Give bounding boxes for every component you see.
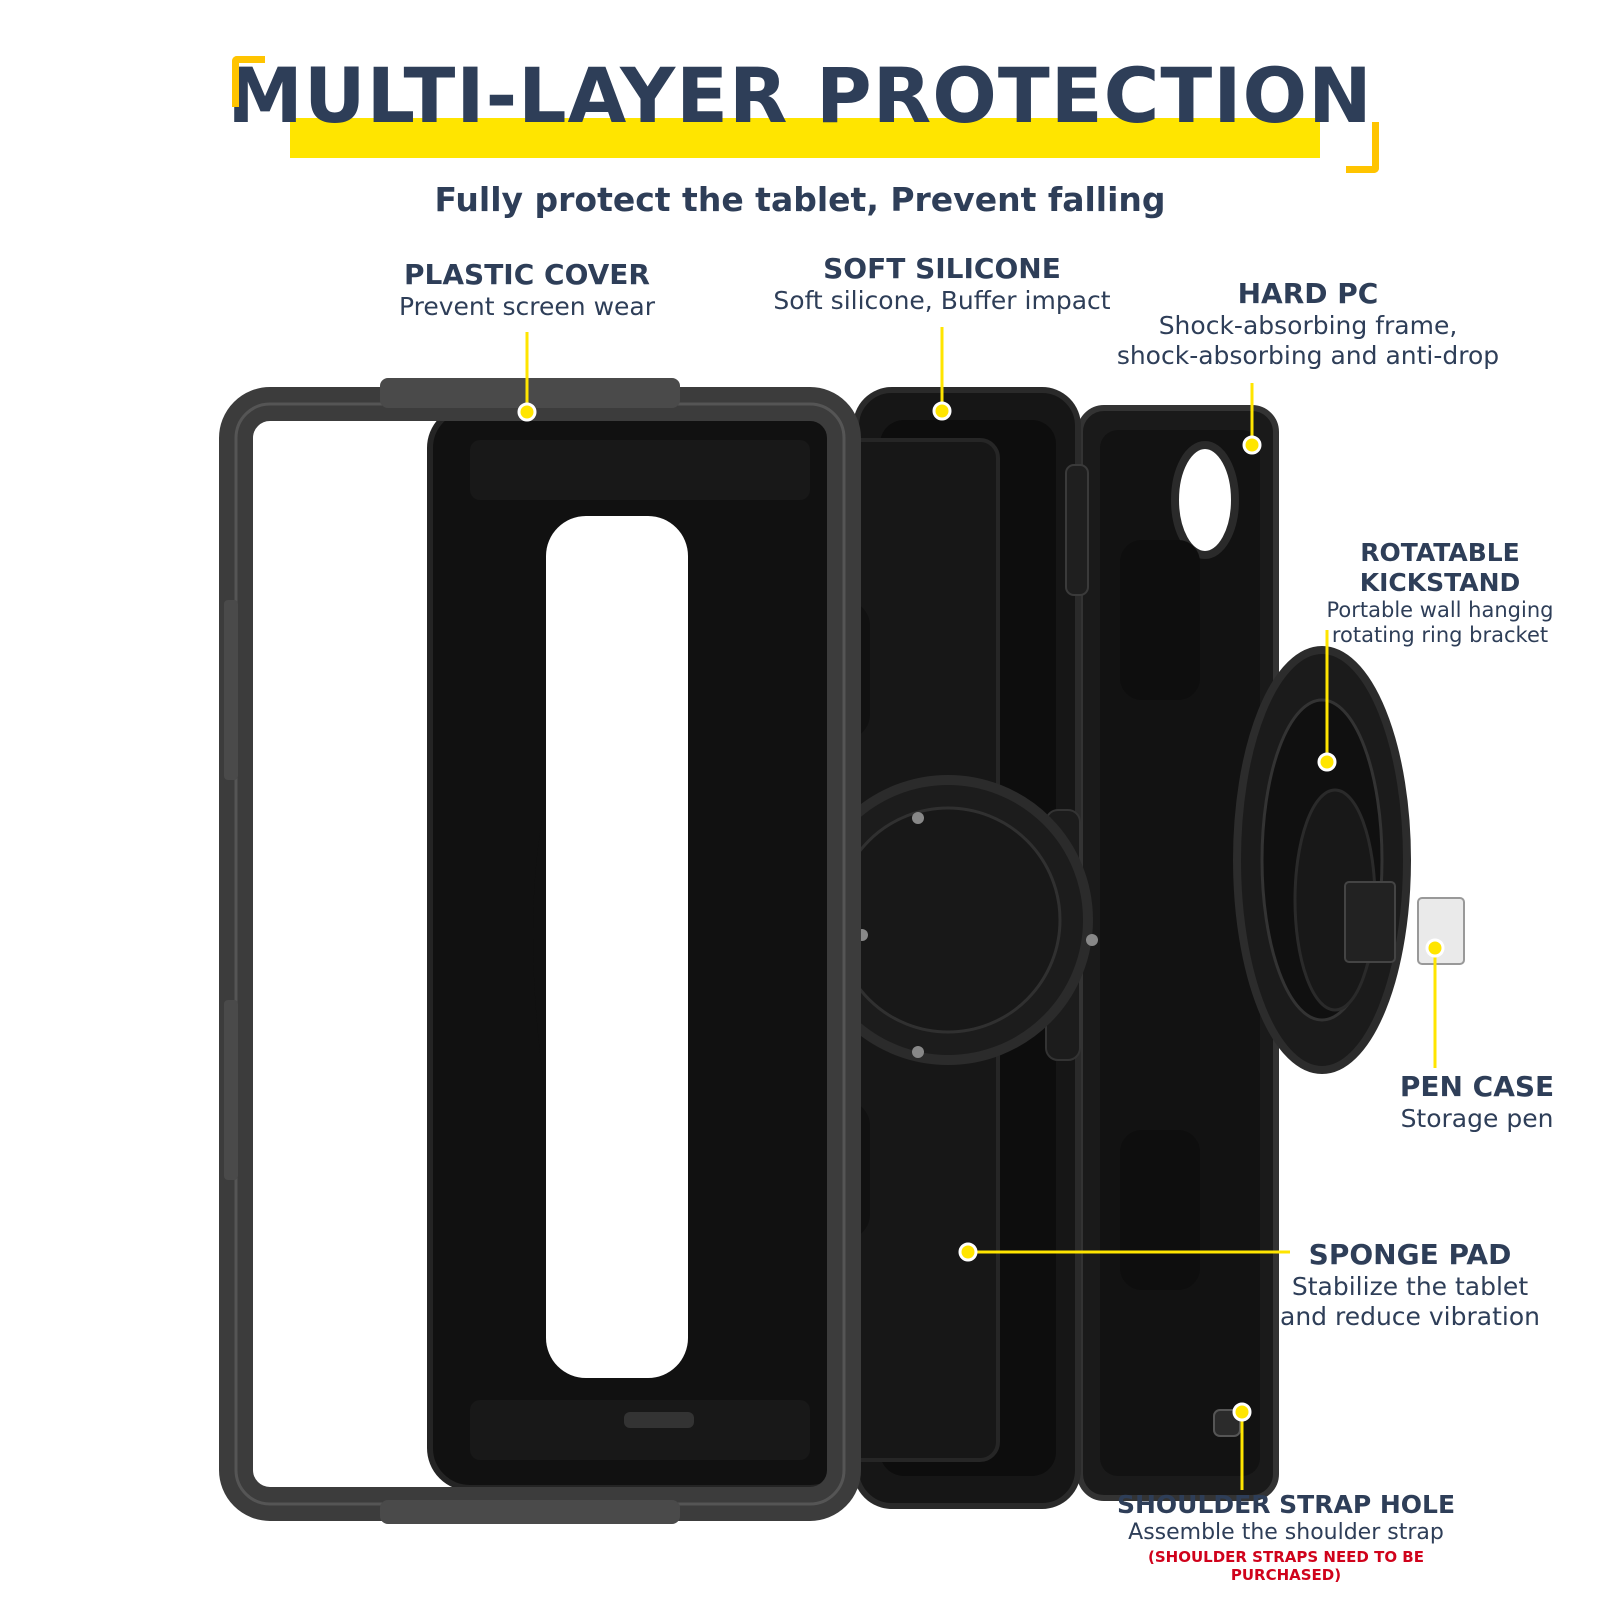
- callout-kickstand-title: ROTATABLE KICKSTAND: [1359, 538, 1521, 597]
- callout-pen-case: PEN CASE Storage pen: [1372, 1070, 1582, 1134]
- callout-soft-silicone: SOFT SILICONE Soft silicone, Buffer impa…: [762, 252, 1122, 316]
- page-title-text: MULTI-LAYER PROTECTION: [227, 51, 1373, 140]
- callout-plastic-cover-title: PLASTIC COVER: [404, 258, 650, 291]
- callout-plastic-cover-desc: Prevent screen wear: [399, 291, 655, 321]
- callout-hard-pc-title: HARD PC: [1237, 277, 1379, 310]
- callout-sponge-pad-title: SPONGE PAD: [1308, 1238, 1512, 1271]
- title-bracket-bottom-right: [1346, 122, 1379, 173]
- callout-sponge-pad-desc-1: Stabilize the tablet: [1291, 1271, 1529, 1301]
- callout-strap-hole-title: SHOULDER STRAP HOLE: [1116, 1490, 1456, 1519]
- callout-kickstand-desc-1: Portable wall hanging: [1326, 598, 1554, 622]
- callout-plastic-cover: PLASTIC COVER Prevent screen wear: [387, 258, 667, 322]
- callout-strap-hole-note: (SHOULDER STRAPS NEED TO BE PURCHASED): [1148, 1548, 1424, 1585]
- soft-silicone-dot: [932, 401, 952, 421]
- callout-hard-pc-desc-1: Shock-absorbing frame,: [1158, 310, 1458, 340]
- kickstand-dot: [1317, 752, 1337, 772]
- callout-kickstand: ROTATABLE KICKSTAND Portable wall hangin…: [1290, 538, 1590, 648]
- callout-leaders: [517, 327, 1445, 1490]
- callout-hard-pc-desc-2: shock-absorbing and anti-drop: [1116, 340, 1500, 370]
- hard-pc-dot: [1242, 435, 1262, 455]
- callout-strap-hole-desc: Assemble the shoulder strap: [1128, 1520, 1444, 1545]
- strap-hole-dot: [1232, 1402, 1252, 1422]
- sponge-pad-dot: [958, 1242, 978, 1262]
- callout-pen-case-title: PEN CASE: [1399, 1070, 1555, 1103]
- kickstand: [1233, 646, 1465, 1074]
- callout-soft-silicone-desc: Soft silicone, Buffer impact: [773, 285, 1111, 315]
- callout-soft-silicone-title: SOFT SILICONE: [823, 252, 1061, 285]
- plastic-cover-layer: [219, 378, 861, 1524]
- callout-strap-hole: SHOULDER STRAP HOLE Assemble the shoulde…: [1096, 1490, 1476, 1584]
- honeycomb-frame-layer: [427, 405, 853, 1491]
- pen-case-dot: [1425, 938, 1445, 958]
- title-highlight-bar: [290, 118, 1320, 158]
- callout-sponge-pad: SPONGE PAD Stabilize the tablet and redu…: [1255, 1238, 1565, 1332]
- title-bracket-top-left: [232, 56, 265, 107]
- plastic-cover-dot: [517, 402, 537, 422]
- callout-pen-case-desc: Storage pen: [1400, 1103, 1554, 1133]
- callout-sponge-pad-desc-2: and reduce vibration: [1280, 1301, 1540, 1331]
- page-subtitle: Fully protect the tablet, Prevent fallin…: [434, 180, 1166, 219]
- page-title: MULTI-LAYER PROTECTION: [0, 58, 1600, 134]
- callout-kickstand-desc-2: rotating ring bracket: [1331, 623, 1549, 648]
- callout-hard-pc: HARD PC Shock-absorbing frame, shock-abs…: [1108, 277, 1508, 371]
